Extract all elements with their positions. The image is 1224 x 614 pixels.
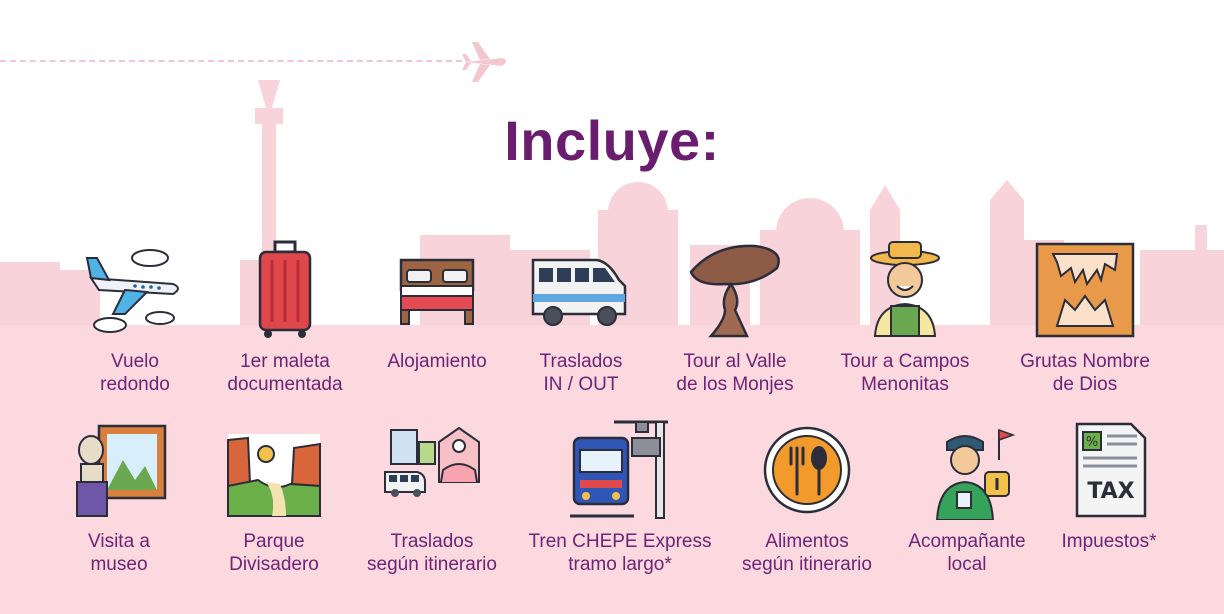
item-label-line2: Menonitas (861, 374, 949, 395)
item-label-line1: Acompañante (908, 531, 1026, 552)
item-label-line1: Alimentos (765, 531, 849, 552)
museum-icon (76, 424, 167, 517)
item-label-line2: de Dios (1052, 374, 1118, 395)
item-label-line2: Divisadero (229, 554, 319, 575)
rock-formation-icon (689, 244, 780, 338)
item-label-line2: tramo largo* (568, 554, 672, 575)
item-label-line1: Traslados (539, 351, 623, 372)
item-label-line1: Impuestos* (1061, 531, 1157, 552)
svg-text:TAX: TAX (1087, 479, 1134, 504)
bed-icon (399, 258, 475, 325)
item-label-line1: Parque (243, 531, 305, 552)
item-label-line1: Tren CHEPE Express (528, 531, 712, 552)
svg-text:%: % (1086, 435, 1098, 450)
item-label-line1: Grutas Nombre (1020, 351, 1150, 372)
cave-icon (1035, 242, 1135, 338)
item-label-line1: Traslados (390, 531, 474, 552)
item-label-line2: IN / OUT (543, 374, 619, 395)
canyon-icon (227, 434, 321, 517)
van-icon (531, 258, 627, 326)
item-label-line1: Tour al Valle (683, 351, 787, 372)
item-label-line2: de los Monjes (676, 374, 794, 395)
train-icon (570, 420, 668, 519)
item-label-line2: museo (90, 554, 148, 575)
item-label-line2: documentada (227, 374, 343, 395)
page-title: Incluye: (504, 109, 720, 172)
tax-document-icon: % TAX (1075, 422, 1147, 518)
item-label-line1: Visita a (88, 531, 150, 552)
suitcase-icon (258, 240, 312, 338)
flight-path-dash (0, 60, 462, 62)
item-label-line2: local (947, 554, 987, 575)
item-label-line1: Alojamiento (387, 351, 487, 372)
item-label-line2: según itinerario (367, 554, 497, 575)
guide-icon (935, 428, 1016, 520)
item-label-line2: redondo (100, 374, 170, 395)
plate-icon (763, 426, 851, 514)
farmer-icon (870, 241, 940, 337)
item-label-line2: según itinerario (742, 554, 872, 575)
item-label-line1: 1er maleta (240, 351, 330, 372)
airplane-decoration-icon (462, 42, 506, 82)
city-transfer-icon (384, 426, 480, 497)
airplane-icon (85, 249, 179, 333)
item-label-line1: Tour a Campos (840, 351, 970, 372)
item-label-line1: Vuelo (111, 351, 159, 372)
